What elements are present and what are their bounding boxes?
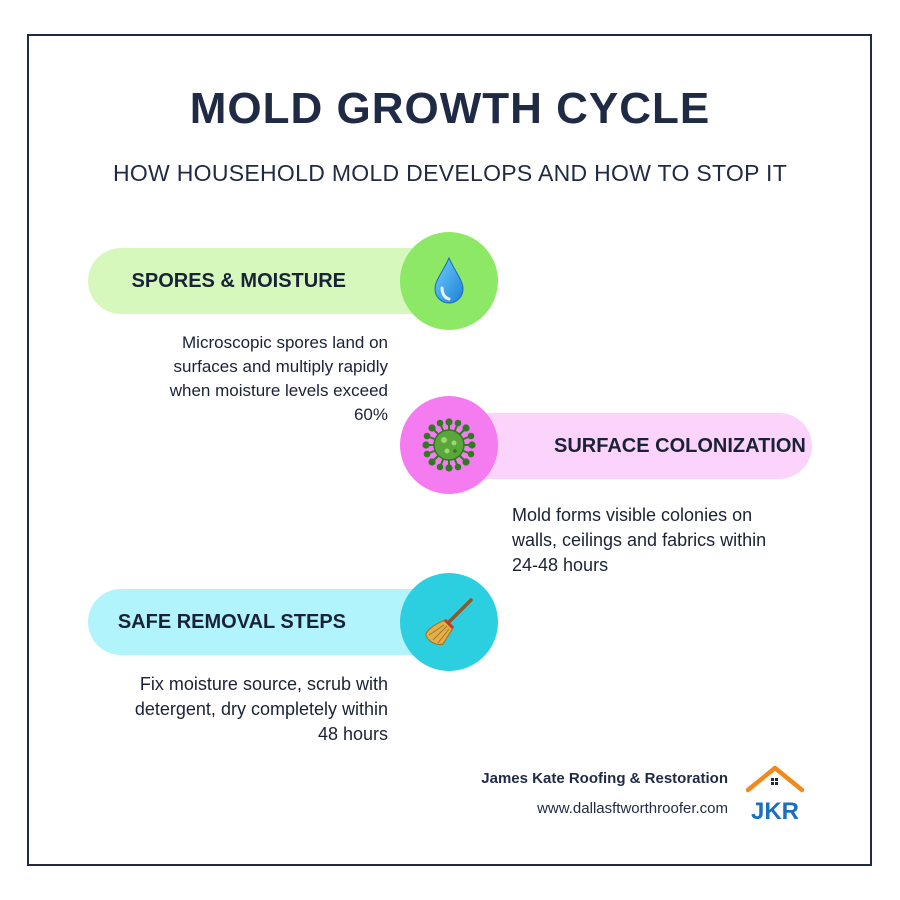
step-label: SURFACE COLONIZATION: [554, 434, 806, 457]
microbe-icon: [422, 418, 476, 472]
step-spores-moisture-icon-circle: [400, 232, 498, 330]
step-label: SPORES & MOISTURE: [131, 269, 346, 292]
step-surface-colonization-description: Mold forms visible colonies on walls, ce…: [512, 505, 767, 575]
step-safe-removal-description: Fix moisture source, scrub with detergen…: [134, 674, 388, 744]
broom-icon: [425, 598, 473, 646]
step-surface-colonization-pill: SURFACE COLONIZATION: [440, 413, 812, 479]
logo-text: JKR: [751, 798, 799, 825]
jkr-logo: JKR: [745, 765, 805, 825]
company-name: James Kate Roofing & Restoration: [481, 770, 728, 787]
company-website[interactable]: www.dallasftworthroofer.com: [537, 800, 728, 817]
step-safe-removal-pill: SAFE REMOVAL STEPS: [88, 589, 458, 655]
step-safe-removal-icon-circle: [400, 573, 498, 671]
step-spores-moisture-pill: SPORES & MOISTURE: [88, 248, 458, 314]
infographic-frame: [27, 34, 872, 866]
step-spores-moisture-description: Microscopic spores land on surfaces and …: [169, 333, 388, 424]
water-droplet-icon: [434, 256, 464, 304]
step-label: SAFE REMOVAL STEPS: [117, 610, 346, 633]
step-surface-colonization-icon-circle: [400, 396, 498, 494]
page-title: MOLD GROWTH CYCLE: [189, 84, 711, 133]
page-subtitle: HOW HOUSEHOLD MOLD DEVELOPS AND HOW TO S…: [112, 160, 788, 186]
